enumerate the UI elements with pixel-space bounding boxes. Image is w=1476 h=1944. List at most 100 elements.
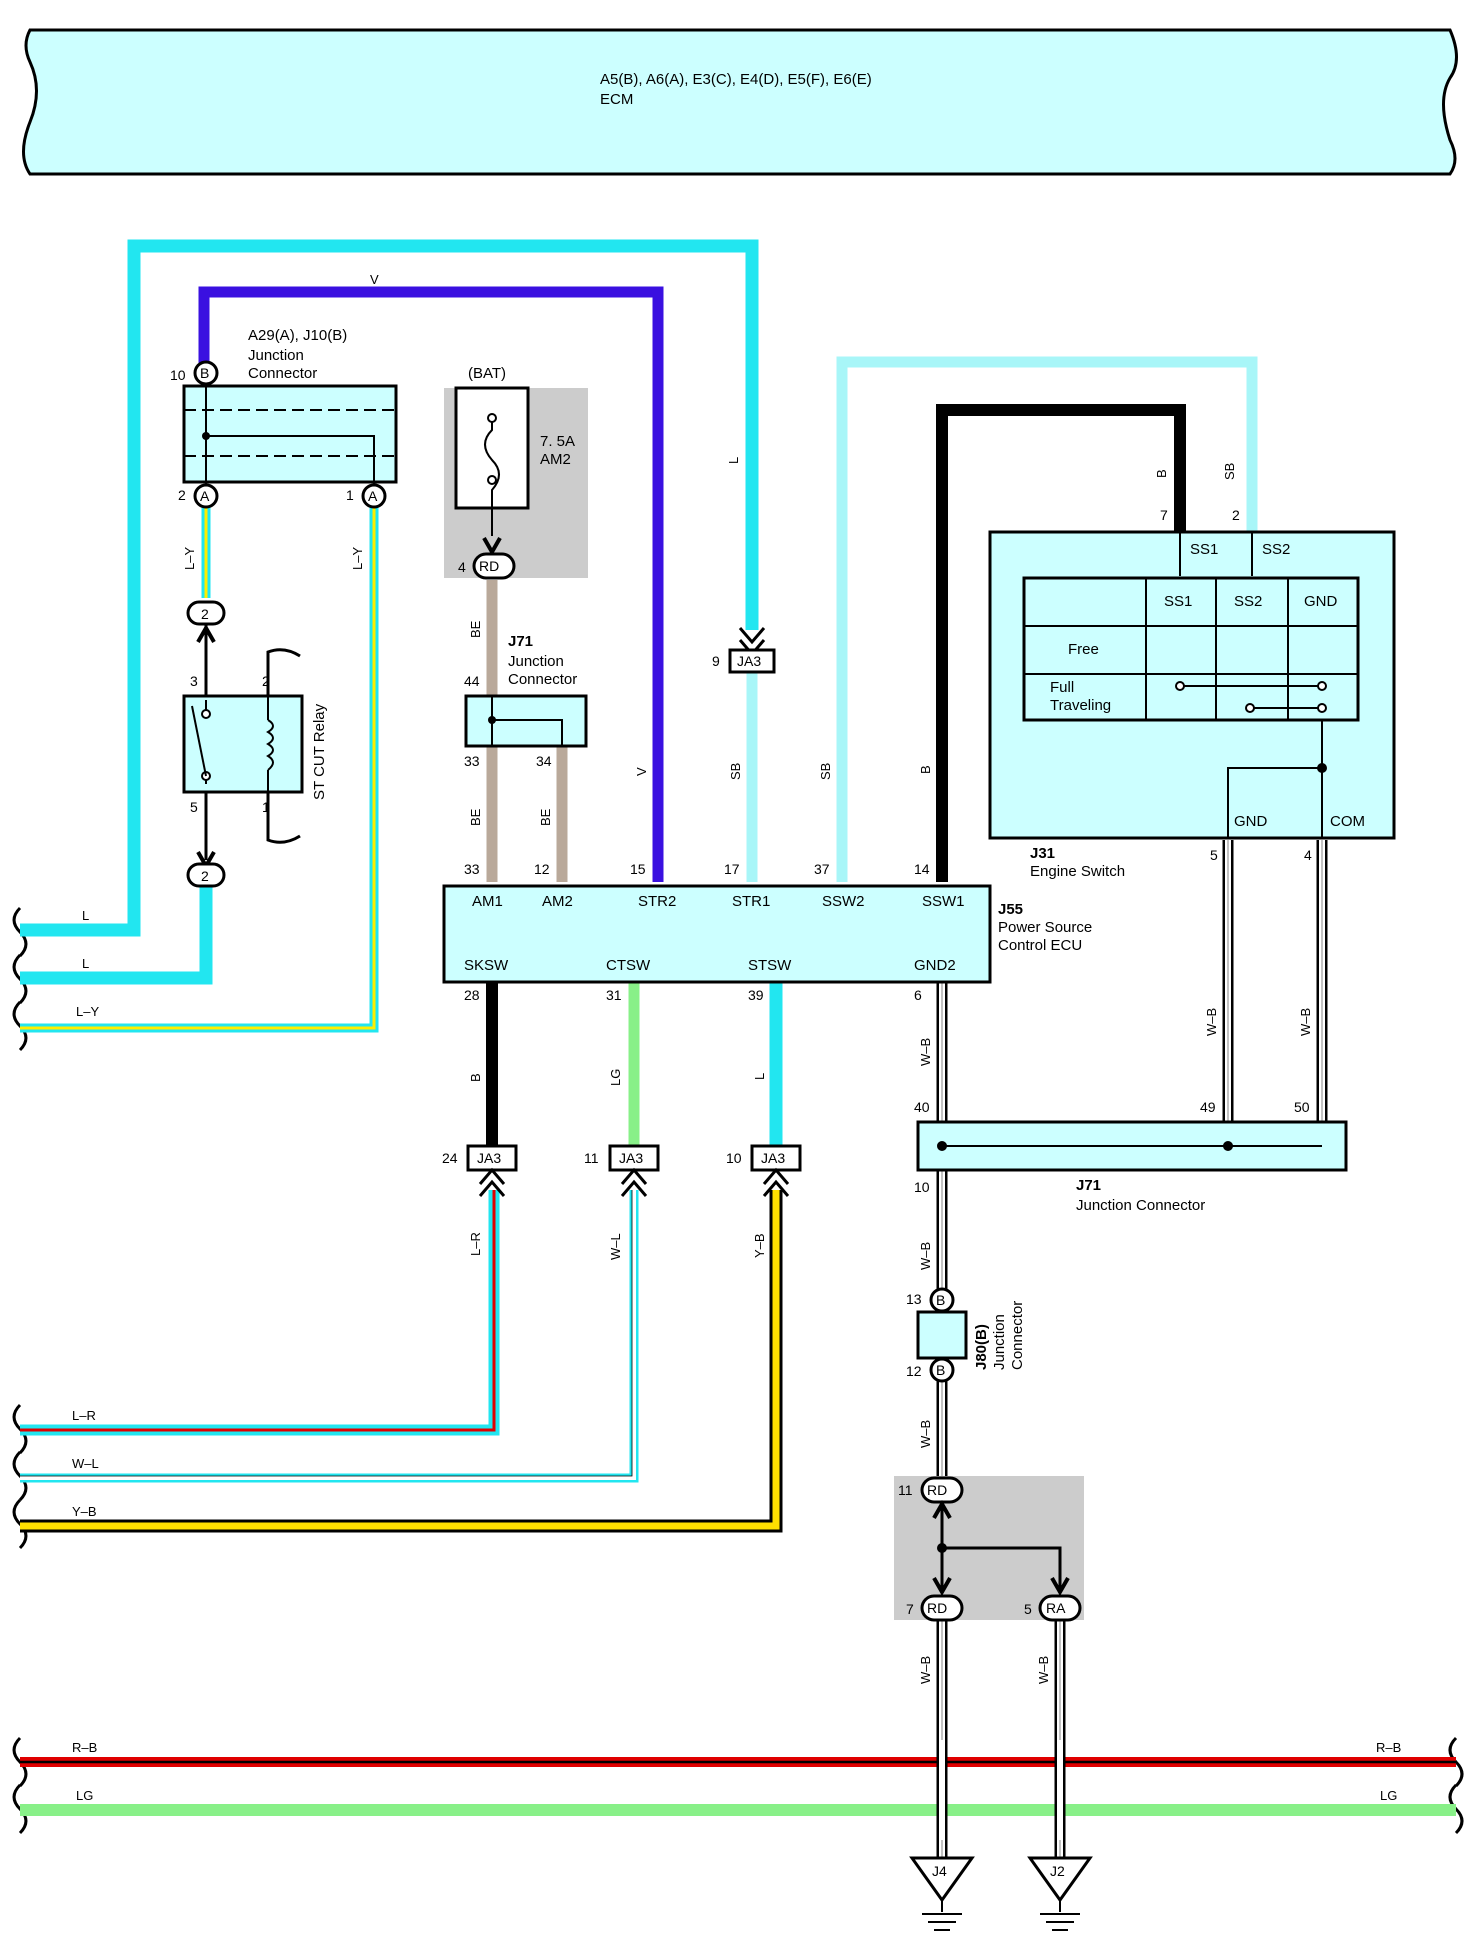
svg-text:34: 34 [536,753,552,769]
svg-text:W–B: W–B [918,1420,933,1448]
j55-desc1: Power Source [998,919,1092,936]
relay-name: ST CUT Relay [311,703,328,800]
svg-text:BE: BE [468,620,483,638]
svg-text:W–L: W–L [72,1456,99,1471]
left-continuation-marks [12,906,28,1835]
svg-text:L–R: L–R [468,1232,483,1256]
j55-top-pin: 15 [630,861,646,877]
svg-text:11: 11 [584,1150,599,1166]
svg-text:JA3: JA3 [477,1150,501,1166]
j71-top-box [464,694,588,748]
ja3-top-connector: JA3 [728,648,776,674]
svg-text:1: 1 [262,799,270,815]
svg-text:50: 50 [1294,1099,1310,1115]
svg-text:2: 2 [178,487,186,503]
svg-text:W–B: W–B [918,1038,933,1066]
svg-text:Full: Full [1050,679,1074,696]
a29-line2: Connector [248,365,317,382]
svg-text:Junction: Junction [508,653,564,670]
svg-text:SB: SB [1222,463,1237,480]
j55-bottom-terminal: SKSW [464,957,509,974]
svg-text:Free: Free [1068,641,1099,658]
j55-top-terminal: AM1 [472,893,503,910]
j55-bottom-pin: 31 [606,987,622,1003]
svg-text:24: 24 [442,1150,458,1166]
j55-desc2: Control ECU [998,937,1082,954]
ground-j2: J2 [1027,1856,1093,1931]
svg-text:9: 9 [712,653,720,669]
a29-junction-box [182,384,398,484]
j55-top-terminal: SSW2 [822,893,865,910]
svg-text:L: L [82,956,89,971]
svg-text:SS1: SS1 [1190,541,1218,558]
svg-text:Junction: Junction [991,1314,1008,1370]
ja3-bottom-connector: JA3 10 [726,1144,802,1197]
svg-text:J2: J2 [1050,1863,1065,1879]
j55-top-terminal: AM2 [542,893,573,910]
wire-mid-l [20,882,213,985]
svg-text:W–L: W–L [608,1233,623,1260]
ecm-box [22,28,1458,176]
wire-top-l [20,239,759,937]
svg-text:5: 5 [1210,847,1218,863]
j55-bottom-terminal: STSW [748,957,792,974]
svg-text:RD: RD [927,1600,947,1616]
svg-text:GND: GND [1234,813,1268,830]
svg-text:7: 7 [1160,507,1168,523]
j55-top-pin: 14 [914,861,930,877]
svg-text:R–B: R–B [1376,1740,1401,1755]
j80-junction-box [916,1310,968,1360]
rd-11-connector: RD [920,1476,964,1504]
svg-text:33: 33 [464,753,480,769]
a29-connector-b: B [193,360,219,386]
wire-v [198,286,664,882]
svg-text:49: 49 [1200,1099,1216,1115]
svg-text:JA3: JA3 [761,1150,785,1166]
j55-bottom-pin: 28 [464,987,480,1003]
svg-text:12: 12 [906,1363,922,1379]
svg-text:B: B [936,1362,945,1378]
svg-text:JA3: JA3 [619,1150,643,1166]
svg-text:5: 5 [190,799,198,815]
svg-text:W–B: W–B [918,1656,933,1684]
j55-top-pin: 12 [534,861,550,877]
svg-text:V: V [370,272,379,287]
j55-bottom-pin: 39 [748,987,764,1003]
svg-text:Connector: Connector [508,671,577,688]
svg-text:L: L [82,908,89,923]
j71-bottom-name: J71 [1076,1177,1101,1194]
svg-text:BE: BE [538,808,553,826]
svg-text:LG: LG [1380,1788,1397,1803]
a29-connector-a1: A [361,483,387,509]
svg-text:A: A [200,488,210,504]
svg-text:40: 40 [914,1099,930,1115]
right-continuation-marks [1448,1736,1464,1835]
svg-text:JA3: JA3 [737,653,761,669]
svg-text:AM2: AM2 [540,451,571,468]
ra-5-connector: RA [1038,1594,1082,1622]
svg-text:J4: J4 [932,1863,947,1879]
svg-text:GND: GND [1304,593,1338,610]
svg-text:V: V [634,767,649,776]
j31-switch-table [1022,576,1360,722]
svg-text:4: 4 [1304,847,1312,863]
ja3-bottom-connector: JA3 11 [584,1144,660,1197]
wire-sb-right [836,356,1258,882]
svg-text:7: 7 [906,1601,914,1617]
svg-text:7. 5A: 7. 5A [540,433,575,450]
st-cut-relay-inline-2a: 2 [186,600,226,626]
j80-connector-bottom: B [929,1357,955,1383]
svg-text:SB: SB [728,763,743,780]
j55-top-terminal: SSW1 [922,893,965,910]
svg-text:B: B [200,365,209,381]
j55-bottom-pin: 6 [914,987,922,1003]
svg-text:4: 4 [458,559,466,575]
j31-desc: Engine Switch [1030,863,1125,880]
svg-text:SS2: SS2 [1234,593,1262,610]
svg-text:10: 10 [726,1150,742,1166]
svg-text:B: B [468,1073,483,1082]
svg-text:W–B: W–B [1036,1656,1051,1684]
j55-name: J55 [998,901,1023,918]
a29-connector-a2: A [193,483,219,509]
